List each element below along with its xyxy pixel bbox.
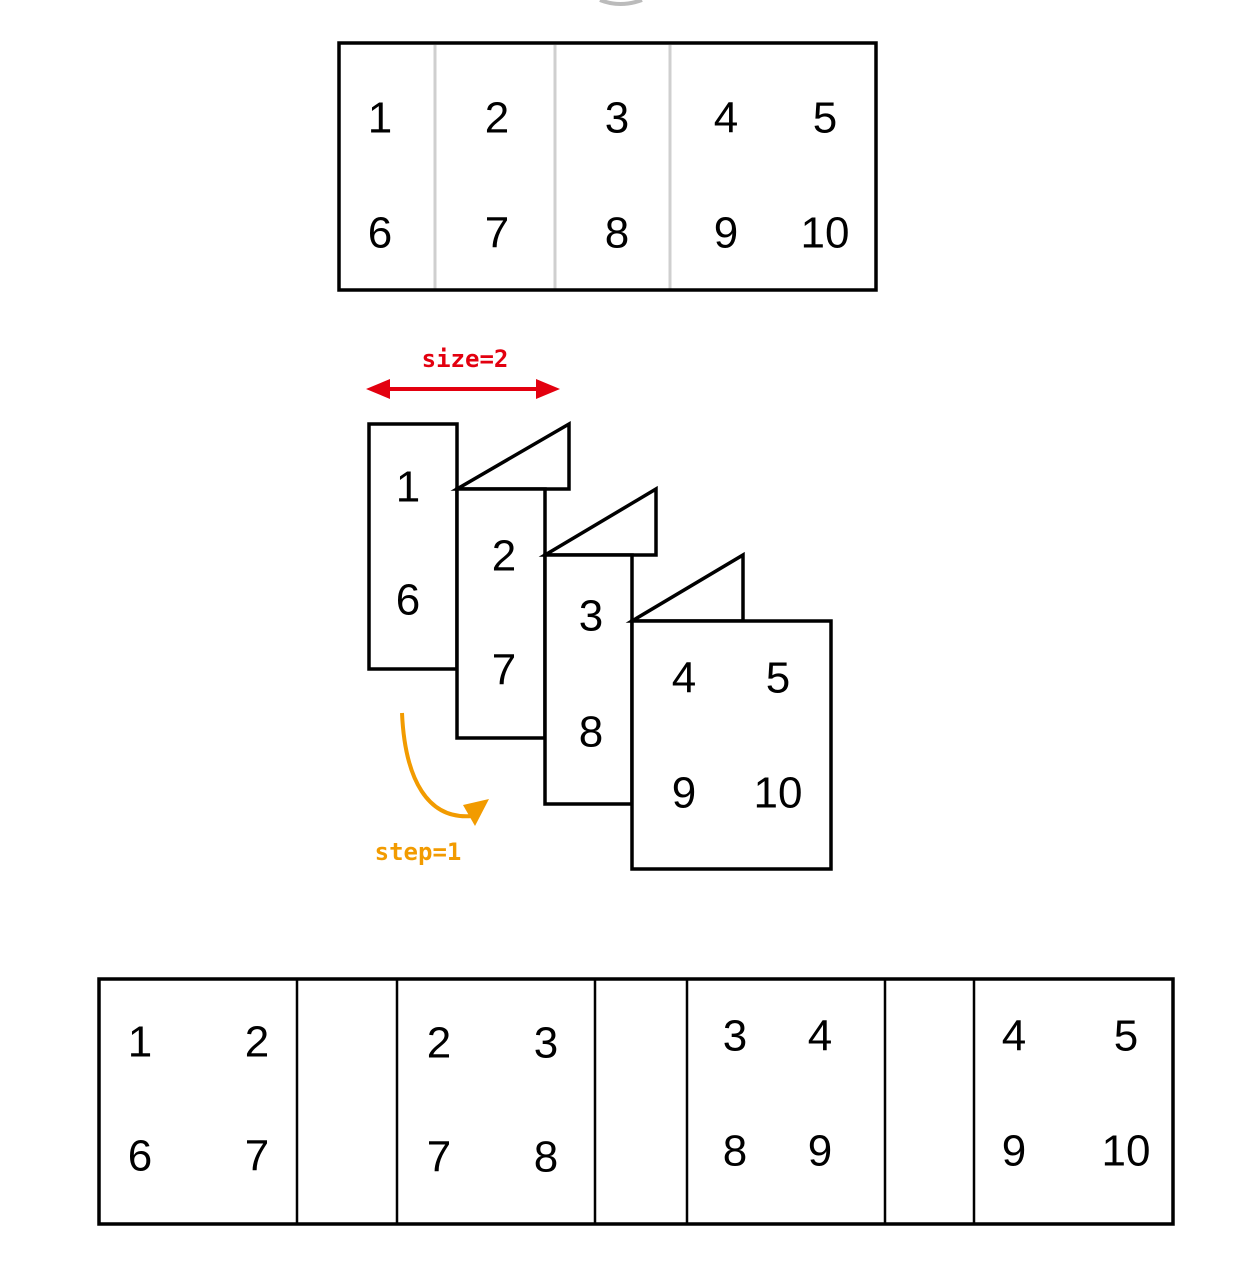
window-2-cell: 8 [534,1133,558,1182]
matrix-cell: 3 [605,94,629,143]
window-3-cell: 9 [808,1127,832,1176]
matrix-cell: 4 [714,94,738,143]
window-1-cell: 2 [245,1018,269,1067]
fold-cell: 4 [672,654,696,703]
matrix-cell: 2 [485,94,509,143]
size-arrow-right-head [536,379,560,399]
fold-connector [625,551,745,623]
fold-panel-1 [367,422,459,671]
matrix-cell: 8 [605,209,629,258]
fold-panel-3 [543,553,634,806]
fold-cell: 2 [492,532,516,581]
fold-cell: 9 [672,769,696,818]
step-annotation: step=1 [375,712,489,866]
matrix-cell: 7 [485,209,509,258]
size-label: size=2 [422,345,509,373]
window-3-cell: 3 [723,1012,747,1061]
window-3-cell: 4 [808,1012,832,1061]
size-arrow-left-head [366,379,390,399]
window-4-cell: 10 [1102,1127,1151,1176]
window-2-cell: 2 [427,1019,451,1068]
window-4-cell: 9 [1002,1127,1026,1176]
window-1-cell: 7 [245,1132,269,1181]
top-matrix: 1 2 3 4 5 6 7 8 9 10 [337,41,878,292]
fold-connector [450,420,571,491]
window-1-cell: 1 [128,1018,152,1067]
window-1-cell: 6 [128,1132,152,1181]
fold-panel-4 [630,619,833,871]
window-3-cell: 8 [723,1127,747,1176]
step-curved-arrow [400,712,473,819]
matrix-border [337,41,878,292]
window-4-cell: 4 [1002,1012,1026,1061]
window-4-cell: 5 [1114,1012,1138,1061]
fold-cell: 3 [579,592,603,641]
fold-cell: 10 [754,769,803,818]
step-label: step=1 [375,838,462,866]
window-strip: 1 2 6 7 2 3 7 8 3 4 8 9 4 5 9 10 [97,977,1175,1226]
window-2-cell: 3 [534,1019,558,1068]
matrix-cell: 1 [368,94,392,143]
fold-panel-2 [455,487,547,740]
fold-connector [538,485,658,557]
window-2-cell: 7 [427,1133,451,1182]
fold-cell: 8 [579,708,603,757]
matrix-cell: 9 [714,209,738,258]
matrix-cell: 5 [813,94,837,143]
size-annotation: size=2 [366,345,560,399]
fold-cell: 6 [396,576,420,625]
step-arrow-head [463,799,489,826]
top-partial-arc [599,0,643,6]
folded-panels: 1 6 2 7 3 8 4 5 9 10 [367,420,833,871]
fold-cell: 1 [396,463,420,512]
matrix-cell: 10 [801,209,850,258]
matrix-cell: 6 [368,209,392,258]
fold-cell: 7 [492,646,516,695]
fold-cell: 5 [766,654,790,703]
strip-border [97,977,1175,1226]
